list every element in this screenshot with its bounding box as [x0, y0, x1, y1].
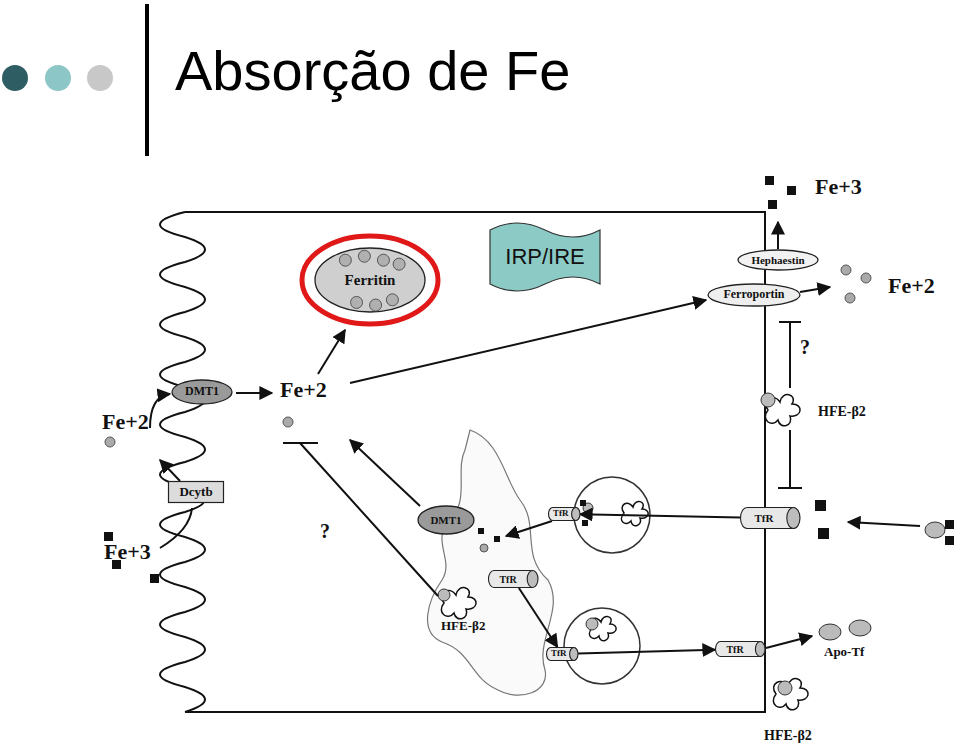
annotation-label: Fe+2: [102, 410, 149, 434]
node-label: TfR: [553, 509, 569, 519]
node-label: TfR: [499, 574, 516, 585]
receptor-cylinder: TfR: [715, 641, 765, 657]
transporter-ellipse: DMT1: [417, 505, 475, 535]
regulation-banner: IRP/IRE: [489, 222, 601, 292]
slide-title: Absorção de Fe: [175, 40, 570, 102]
annotation-label: HFE-β2: [818, 404, 866, 419]
microvilli: [160, 212, 205, 712]
reductase-box: Dcytb: [168, 481, 224, 503]
node-label: Hephaestin: [751, 254, 804, 266]
ferritin-ellipse: Ferritin: [314, 247, 426, 313]
node-label: Ferritin: [345, 272, 396, 289]
flow-connector: [578, 650, 715, 654]
header-bar: [145, 4, 149, 156]
annotation-label: Fe+2: [280, 378, 327, 402]
protein-ellipse: Ferroportin: [707, 283, 801, 307]
receptor-cylinder: TfR: [548, 507, 580, 521]
flow-connector: [580, 514, 740, 517]
node-label: TfR: [755, 512, 774, 524]
highlight-ring: [302, 236, 438, 324]
node-label: Dcytb: [179, 485, 212, 499]
header-dot: [2, 65, 28, 91]
flow-connector: [519, 588, 558, 647]
annotation-label: HFE-β2: [441, 619, 485, 633]
receptor-cylinder: TfR: [740, 507, 800, 529]
header-dot: [87, 65, 113, 91]
annotation-label: Fe+2: [888, 274, 935, 298]
header-dot: [45, 65, 71, 91]
node-label: DMT1: [185, 385, 219, 398]
fe3-ion: [104, 176, 954, 583]
vesicle: [564, 608, 640, 684]
node-label: TfR: [726, 644, 743, 655]
inhibition-line: [283, 322, 802, 596]
annotation-label: ?: [800, 336, 810, 358]
hfe-receptor: [441, 395, 808, 710]
flow-arrow: [150, 222, 920, 648]
annotation-label: Fe+3: [815, 175, 862, 199]
node-label: Ferroportin: [723, 288, 784, 301]
node-label: IRP/IRE: [505, 245, 584, 269]
node-label: TfR: [551, 649, 567, 659]
fe2-ion: [105, 265, 871, 552]
annotation-label: Fe+3: [104, 540, 151, 564]
protein-ellipse: Hephaestin: [737, 249, 819, 271]
receptor-cylinder: TfR: [488, 570, 538, 588]
cell-membrane: [185, 212, 765, 712]
annotation-label: HFE-β2: [764, 728, 812, 743]
transferrin: [438, 393, 945, 695]
annotation-label: ?: [320, 520, 330, 542]
receptor-cylinder: TfR: [546, 647, 578, 661]
node-label: DMT1: [430, 514, 461, 526]
endosome: [428, 430, 554, 695]
transporter-ellipse: DMT1: [171, 379, 233, 405]
annotation-label: Apo-Tf: [824, 645, 864, 659]
